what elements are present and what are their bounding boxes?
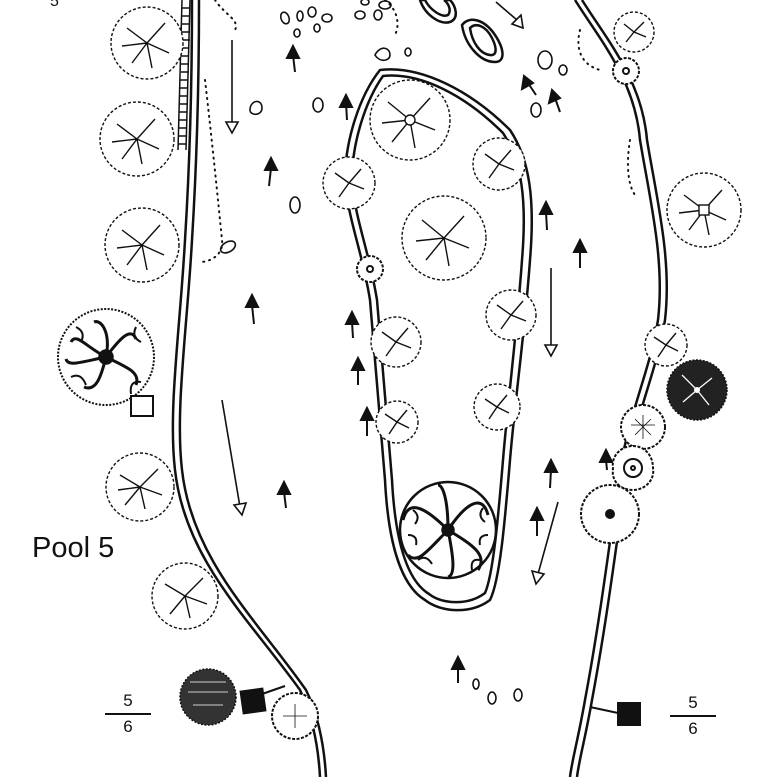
right-bank [568,0,668,777]
tree [99,101,175,177]
tree [644,323,688,367]
arrow-up [244,292,260,325]
small-trees [271,57,666,740]
arrow-up [263,155,279,187]
section-marker-right: 5 6 [670,692,716,740]
arrow-up [276,479,292,509]
trees [99,6,742,630]
arrow-up [572,237,588,268]
arrow-up [338,92,354,121]
section-left-denominator: 6 [123,717,133,736]
dark-tree [179,668,237,726]
tree [375,400,419,444]
section-marker-left: 5 6 [105,690,151,738]
svg-text:5: 5 [50,0,59,10]
small-tree [620,404,666,450]
tree [473,383,521,431]
arrow-up [450,654,466,683]
arrow-up [598,447,614,471]
arrow-up [529,505,545,536]
island [343,68,534,612]
small-tree [271,692,319,740]
small-tree [612,57,640,85]
section-right-denominator: 6 [688,719,698,738]
arrow-diag [520,74,537,96]
tree [110,6,184,80]
arrow-up [359,405,375,436]
tree [401,195,487,281]
flow-arrows [244,43,614,683]
dark-tree [398,480,498,580]
tree [485,289,537,341]
left-bank [171,0,328,777]
section-right-numerator: 5 [670,692,716,717]
pool-label: Pool 5 [32,532,115,564]
arrow-diag [547,88,562,113]
filled-square-marker [617,702,641,726]
filled-square-marker [239,687,267,715]
current-lines [221,1,559,586]
dark-trees [57,308,728,726]
rocks [418,0,504,64]
tree [666,172,742,248]
tree [369,79,451,161]
dock-ladder [177,0,191,151]
tree [472,137,526,191]
stones [219,0,568,705]
small-tree [356,255,384,283]
arrow-up [285,43,301,73]
markers [130,395,641,726]
arrow-up [538,199,554,231]
small-tree [580,484,640,544]
tree [322,156,376,210]
dark-tree [666,359,728,421]
tree [151,562,219,630]
open-square-marker [130,395,154,417]
dark-tree [57,308,155,406]
small-tree [611,444,655,492]
arrow-up [543,457,559,489]
shoal-lines [199,0,636,263]
tree [613,11,655,53]
section-left-numerator: 5 [105,690,151,715]
tree [105,452,175,522]
tree [104,207,180,283]
arrow-up [350,355,366,385]
arrow-up [344,309,360,339]
tree [370,316,422,368]
